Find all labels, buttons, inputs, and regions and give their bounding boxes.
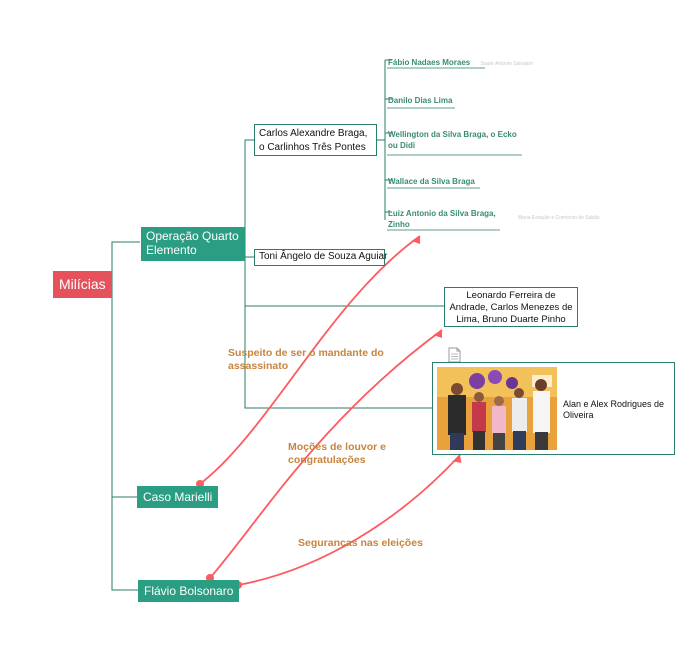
connector-operacao — [244, 139, 445, 409]
relation-curve-2 — [209, 329, 443, 579]
child-leonardo[interactable]: Leonardo Ferreira de Andrade, Carlos Men… — [444, 287, 578, 327]
relation-label-mandante[interactable]: Suspeito de ser o mandante do assassinat… — [228, 347, 384, 372]
leaf-luiz-note: Maria Estação e Comércio de Sabão — [518, 215, 600, 221]
leaf-danilo[interactable]: Danilo Dias Lima — [388, 95, 452, 106]
leaf-wellington-label: Wellington da Silva Braga, o Ecko ou Did… — [388, 130, 517, 150]
branch-marielli[interactable]: Caso Marielli — [137, 486, 219, 508]
leaf-fabio-note: Sauer Antonio Salvatori — [480, 61, 533, 67]
child-toni-label: Toni Ângelo de Souza Aguiar — [259, 251, 388, 262]
branch-flavio[interactable]: Flávio Bolsonaro — [138, 580, 240, 602]
leaf-fabio[interactable]: Fábio Nadaes Moraes Sauer Antonio Salvat… — [388, 57, 533, 70]
relation-curve-1 — [199, 235, 421, 485]
branch-operacao[interactable]: Operação Quarto Elemento — [141, 227, 245, 261]
connector-root — [111, 241, 140, 591]
child-carlos[interactable]: Carlos Alexandre Braga, o Carlinhos Três… — [254, 124, 377, 156]
relation-curve-3 — [237, 454, 461, 586]
child-alan-label: Alan e Alex Rodrigues de Oliveira — [563, 399, 665, 420]
branch-flavio-label: Flávio Bolsonaro — [144, 584, 234, 598]
leaf-wellington[interactable]: Wellington da Silva Braga, o Ecko ou Did… — [388, 129, 524, 151]
child-carlos-label: Carlos Alexandre Braga, o Carlinhos Três… — [259, 128, 368, 153]
connector-carlos — [377, 59, 392, 220]
branch-operacao-label: Operação Quarto Elemento — [146, 229, 239, 257]
root-label: Milícias — [59, 276, 106, 292]
leaf-luiz-label: Luiz Antonio da Silva Braga, Zinho — [388, 209, 496, 229]
leaf-luiz[interactable]: Luiz Antonio da Silva Braga, Zinho — [388, 208, 506, 230]
child-toni[interactable]: Toni Ângelo de Souza Aguiar — [254, 249, 388, 266]
branch-marielli-label: Caso Marielli — [143, 490, 213, 504]
child-leonardo-label: Leonardo Ferreira de Andrade, Carlos Men… — [449, 290, 573, 325]
leaf-fabio-label: Fábio Nadaes Moraes — [388, 58, 471, 67]
leaf-wallace-label: Wallace da Silva Braga — [388, 177, 475, 186]
group-photo — [437, 367, 557, 450]
child-alan[interactable]: Alan e Alex Rodrigues de Oliveira — [432, 362, 675, 455]
leaf-wallace[interactable]: Wallace da Silva Braga — [388, 176, 475, 187]
leaf-danilo-label: Danilo Dias Lima — [388, 96, 453, 105]
document-icon[interactable] — [448, 347, 461, 363]
root-node[interactable]: Milícias — [53, 271, 112, 298]
relation-label-segurancas[interactable]: Seguranças nas eleições — [298, 537, 423, 549]
relation-label-mocoes[interactable]: Moções de louvor e congratulações — [288, 441, 387, 466]
